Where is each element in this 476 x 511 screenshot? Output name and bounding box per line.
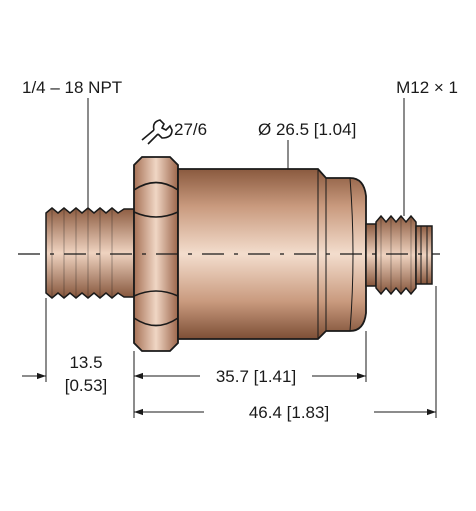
extension-lines xyxy=(45,286,437,418)
wrench-icon xyxy=(141,119,173,145)
diameter-label: Ø 26.5 [1.04] xyxy=(258,120,356,139)
leader-lines xyxy=(87,98,405,216)
right-thread xyxy=(365,214,433,296)
thread-length-in-label: [0.53] xyxy=(65,376,108,395)
sensor-body xyxy=(177,168,367,340)
dimension-lines xyxy=(22,372,436,416)
left-thread xyxy=(45,207,135,299)
body-length-label: 35.7 [1.41] xyxy=(216,367,296,386)
wrench-size-label: 27/6 xyxy=(174,120,207,139)
thread-length-mm-label: 13.5 xyxy=(69,353,102,372)
thread-right-label: M12 × 1 xyxy=(396,78,458,97)
thread-left-label: 1/4 – 18 NPT xyxy=(22,78,122,97)
total-length-label: 46.4 [1.83] xyxy=(249,403,329,422)
